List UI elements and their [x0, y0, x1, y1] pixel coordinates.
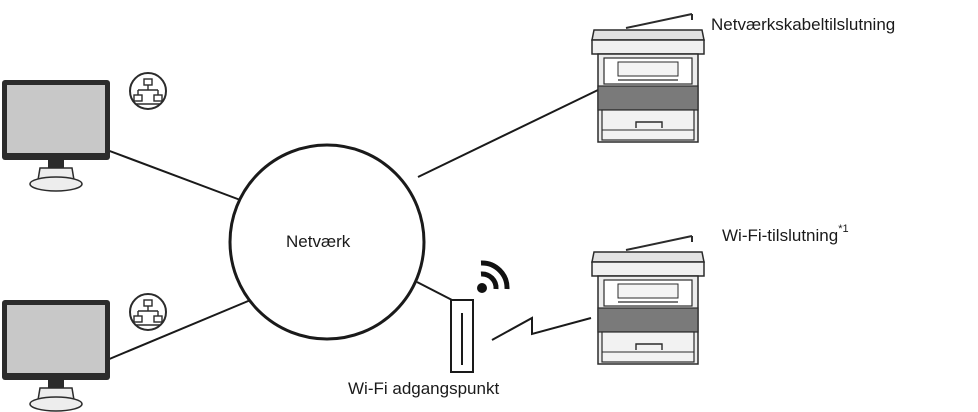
connection-line-computer-top: [106, 149, 244, 202]
access-point-icon: [450, 299, 474, 373]
network-label: Netværk: [286, 232, 351, 251]
wifi-connection-label: Wi-Fi-tilslutning*1: [722, 224, 849, 245]
connection-line-printer-cable: [417, 89, 599, 178]
cable-connection-label: Netværkskabeltilslutning: [711, 15, 896, 34]
computer-icon: [1, 79, 111, 192]
network-icon: [129, 293, 167, 331]
wifi-signal-icon: [477, 260, 510, 293]
lightning-icon: [491, 316, 592, 341]
network-icon: [129, 72, 167, 110]
printer-icon: [591, 235, 705, 365]
printer-icon: [591, 13, 705, 143]
connection-line-access-point: [416, 281, 453, 301]
footnote-marker: *1: [838, 223, 849, 235]
wifi-connection-text: Wi-Fi-tilslutning: [722, 226, 839, 245]
computer-icon: [1, 299, 111, 412]
access-point-label: Wi-Fi adgangspunkt: [348, 379, 500, 398]
network-circle: [228, 143, 426, 341]
connection-line-computer-bottom: [106, 298, 254, 361]
